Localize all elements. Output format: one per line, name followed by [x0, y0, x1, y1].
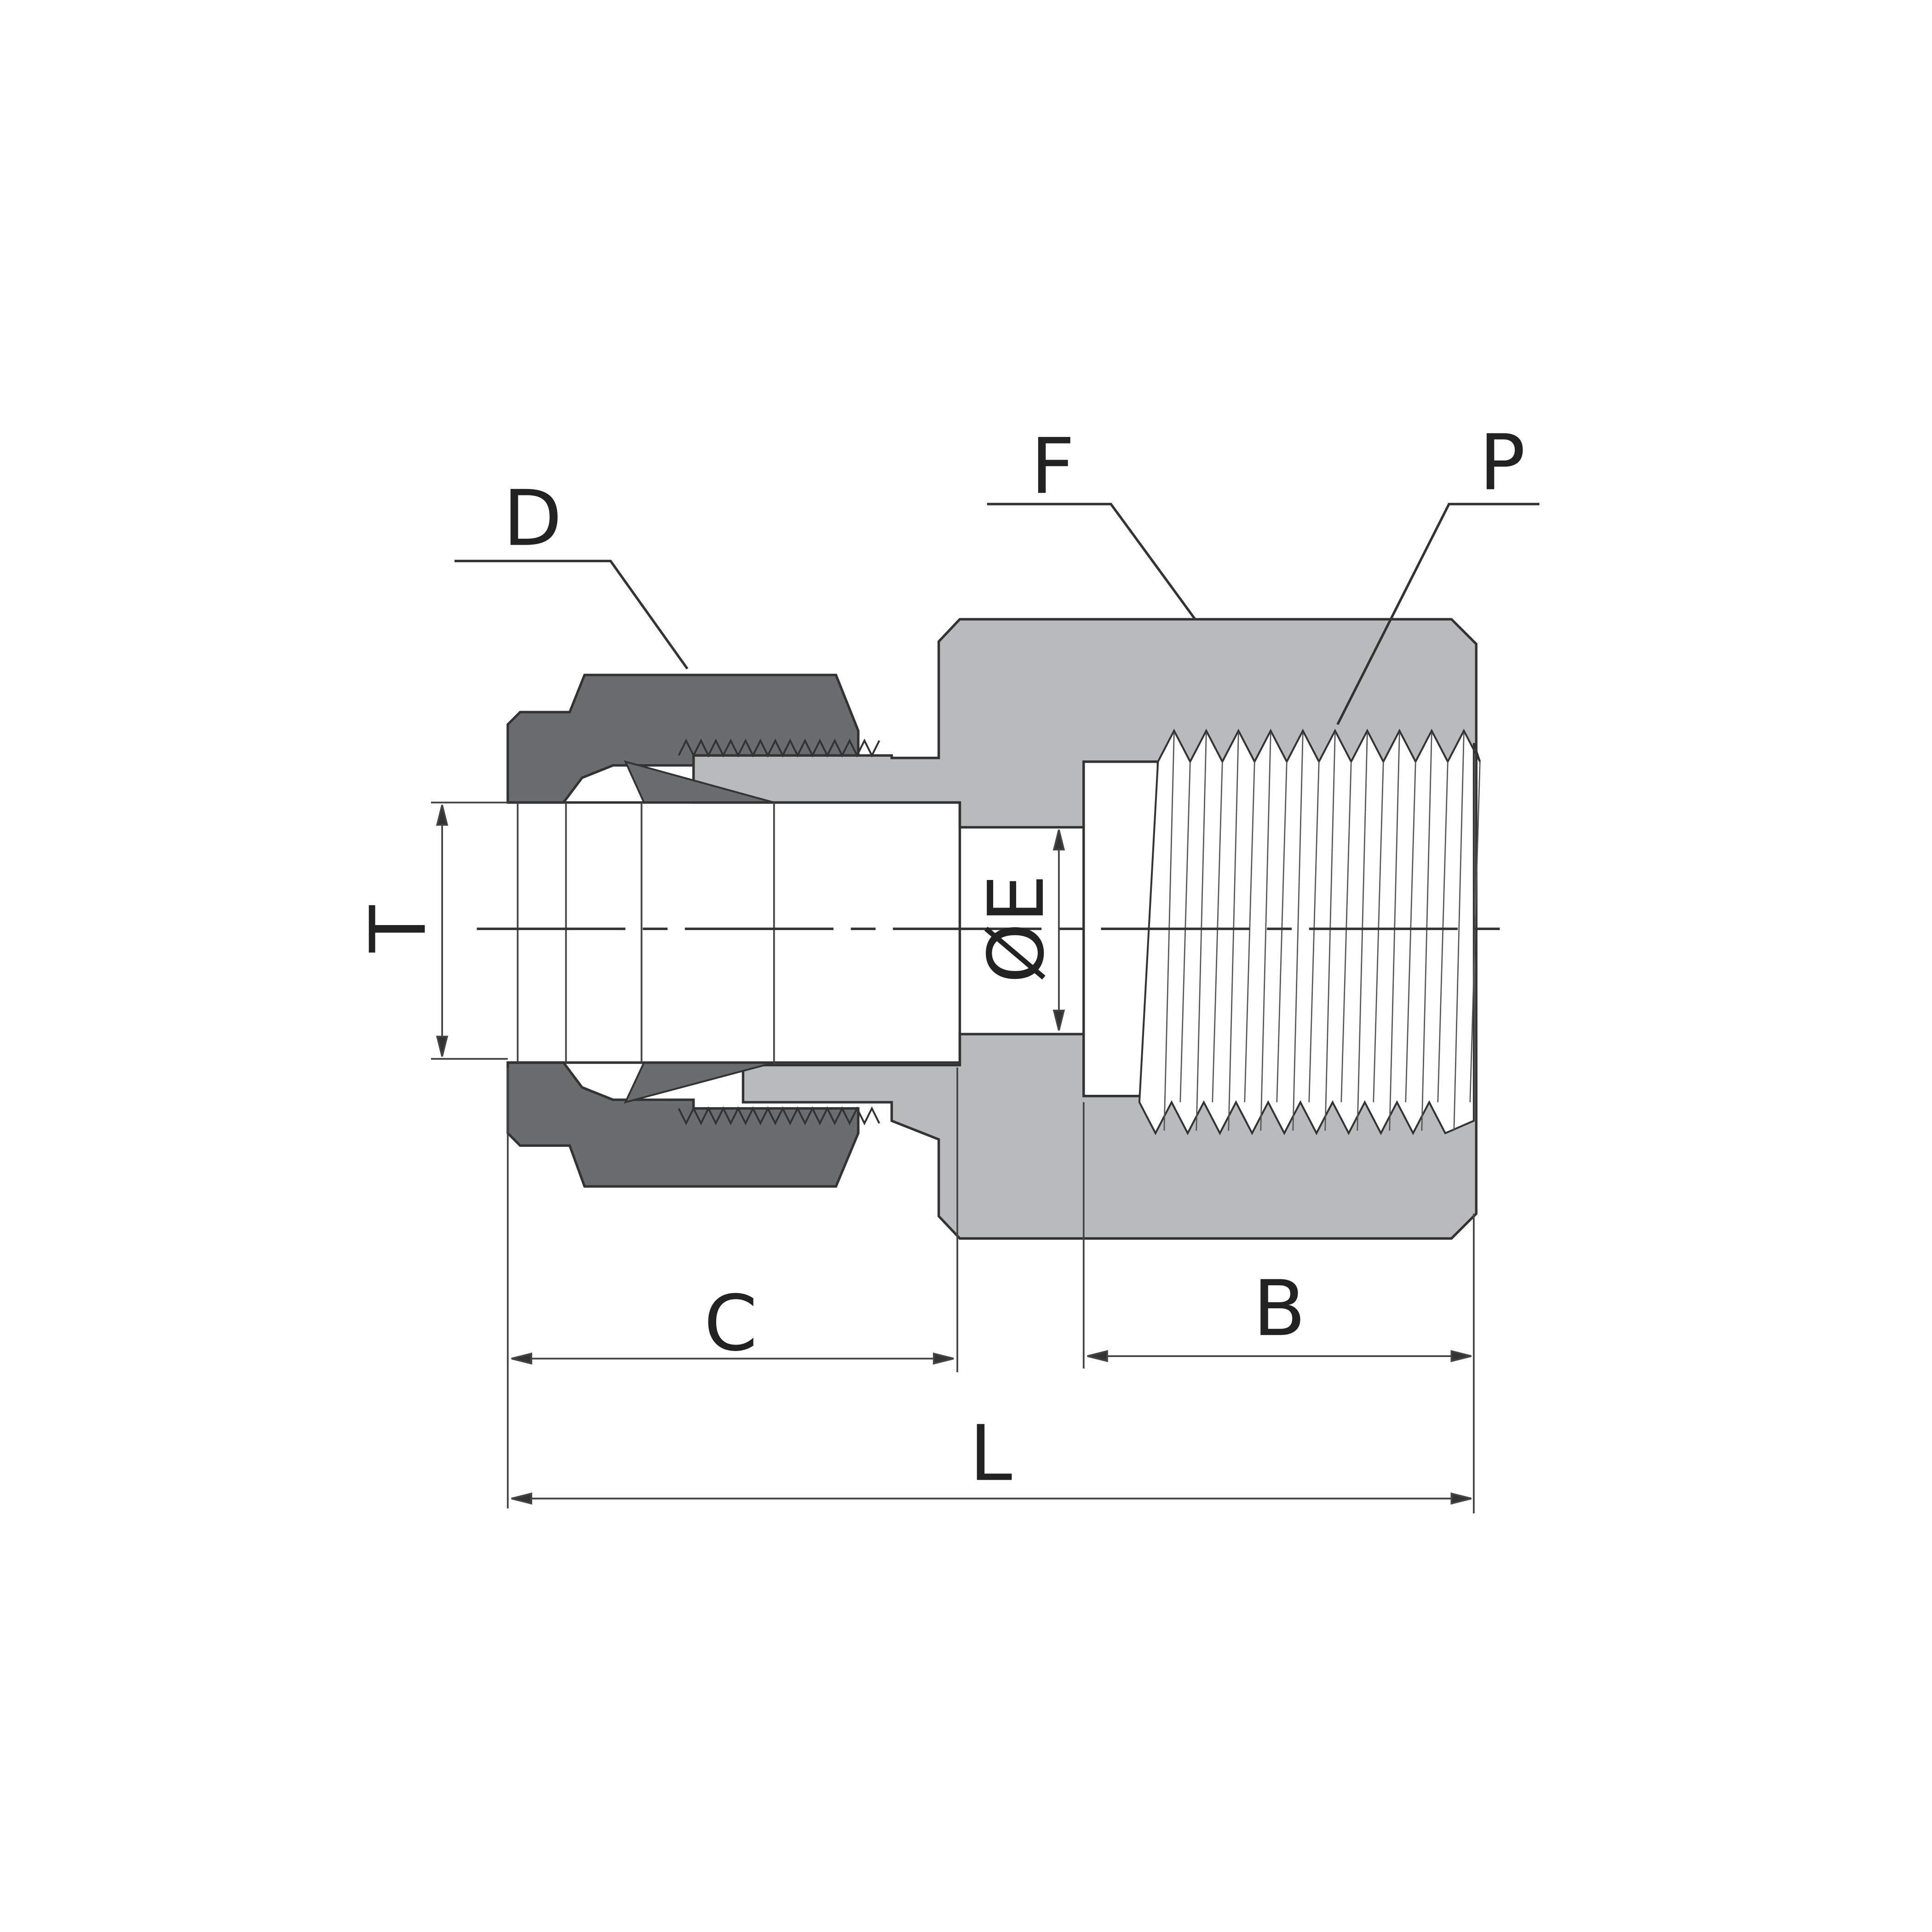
label-d: D [503, 474, 562, 564]
external-thread [678, 738, 880, 1126]
tube-bore [507, 761, 1085, 1096]
label-f: F [1030, 422, 1075, 512]
thread-line [1373, 761, 1384, 1103]
thread-line [1212, 761, 1223, 1103]
thread-line [1469, 761, 1481, 1103]
thread-line [1163, 733, 1175, 1131]
label-c: C [704, 1279, 758, 1368]
nut [506, 673, 880, 1188]
leader-lines [454, 503, 1540, 725]
thread-line [1421, 733, 1432, 1131]
thread-line [1244, 761, 1255, 1103]
label-p: P [1479, 418, 1525, 507]
thread-line [1292, 733, 1304, 1131]
thread-line [1179, 761, 1191, 1103]
thread-line [1453, 733, 1465, 1131]
internal-thread [1138, 729, 1481, 1135]
label-t: T [354, 905, 443, 953]
label-e: ØE [972, 874, 1061, 983]
thread-line [1308, 761, 1320, 1103]
fitting-body [692, 618, 1481, 1240]
thread-line [1357, 733, 1368, 1131]
thread-line [1405, 761, 1416, 1103]
thread-line [1389, 733, 1400, 1131]
thread-line [1196, 733, 1207, 1131]
thread-line [1437, 761, 1449, 1103]
dimension-lines [431, 801, 1475, 1514]
thread-line [1340, 761, 1352, 1103]
thread-profile [678, 1106, 880, 1126]
label-b: B [1253, 1264, 1306, 1353]
thread-line [1276, 761, 1288, 1103]
thread-line [1260, 733, 1271, 1131]
thread-cavity [1138, 729, 1481, 1135]
label-l: L [969, 1409, 1012, 1498]
thread-line [1324, 733, 1336, 1131]
thread-line [1228, 733, 1239, 1131]
thread-profile [678, 738, 880, 758]
